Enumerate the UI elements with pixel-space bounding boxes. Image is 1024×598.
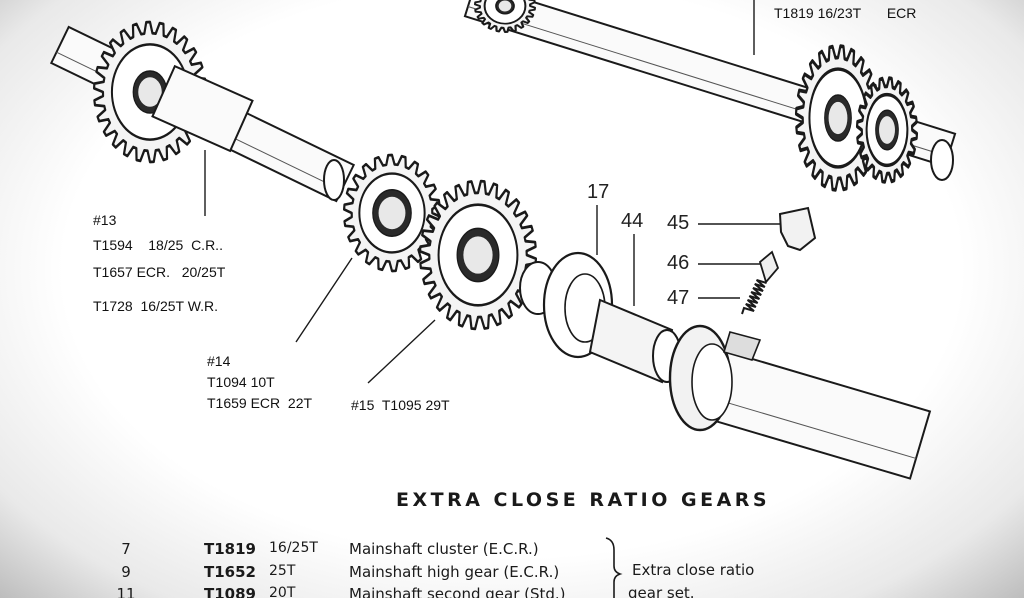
row-teeth: 25T [269, 563, 296, 579]
top-shaft-end [930, 139, 954, 181]
gear-14-bore-highlight [378, 196, 406, 230]
table-row: 11 T1089 20T Mainshaft second gear (Std.… [0, 585, 1024, 598]
top-left-gear-fragment [474, 0, 536, 33]
top-cluster-gear-small-bore-highlight [879, 116, 895, 144]
top-left-gear-fragment-bore-highlight [498, 0, 512, 12]
mainshaft-shade [695, 392, 917, 459]
row-desc: Mainshaft cluster (E.C.R.) [349, 540, 539, 558]
gear-13-line-2: T1657 ECR. 20/25T [93, 264, 226, 280]
gear-13-ref: #13 [93, 212, 117, 228]
mainshaft-flange-face [691, 343, 733, 421]
table-row: 9 T1652 25T Mainshaft high gear (E.C.R.) [0, 563, 1024, 585]
callout-47: 47 [667, 287, 690, 309]
gear-13-line-1: T1594 18/25 C.R.. [93, 237, 223, 253]
table-title: EXTRA CLOSE RATIO GEARS [396, 489, 771, 511]
gear-14-leader [295, 257, 353, 343]
part-47-spring [741, 279, 767, 315]
gear-14 [342, 153, 442, 273]
row-ref: 9 [121, 563, 131, 581]
gear-15-leader [367, 319, 436, 384]
gear-13-hub [151, 64, 254, 153]
top-cluster-gear-small [855, 76, 919, 184]
row-ref: 7 [121, 540, 131, 558]
row-part: T1089 [204, 585, 256, 598]
gear-13-line-3: T1728 16/25T W.R. [93, 298, 219, 314]
top-cluster-gear-large-bore-highlight [828, 101, 848, 135]
top-right-part: T1819 16/23T [774, 5, 861, 21]
gear-15-label: #15 T1095 29T [351, 397, 450, 413]
row-ref: 11 [116, 585, 136, 598]
table-bracket [605, 537, 623, 598]
row-part: T1652 [204, 563, 256, 581]
bush-44 [588, 298, 674, 384]
row-desc: Mainshaft second gear (Std.) [349, 585, 566, 598]
left-shaft-end [323, 159, 345, 201]
part-46-pin [758, 250, 780, 284]
row-teeth: 20T [269, 585, 296, 598]
top-right-type: ECR [886, 5, 917, 21]
row-part: T1819 [204, 540, 256, 558]
gear-14-ref: #14 [207, 353, 231, 369]
mainshaft-key [723, 331, 762, 361]
gear-14-line-1: T1094 10T [207, 374, 275, 390]
callout-44: 44 [621, 210, 644, 232]
gear-15-bore-highlight [463, 236, 493, 274]
annotation-top-right: T1819 16/23T ECR [774, 5, 916, 21]
table-note-line-2: gear set. [628, 584, 695, 598]
table-note-line-1: Extra close ratio [632, 561, 755, 579]
gear-13-bore-highlight [138, 77, 162, 107]
gear-14-line-2: T1659 ECR 22T [207, 395, 313, 411]
row-teeth: 16/25T [269, 540, 318, 556]
gear-15 [418, 179, 538, 331]
row-desc: Mainshaft high gear (E.C.R.) [349, 563, 560, 581]
top-cluster-gear-large [794, 44, 882, 192]
part-45-plunger [778, 206, 817, 252]
callout-17: 17 [587, 181, 610, 203]
callout-45: 45 [667, 212, 690, 234]
table-row: 7 T1819 16/25T Mainshaft cluster (E.C.R.… [0, 540, 1024, 562]
callout-46: 46 [667, 252, 690, 274]
